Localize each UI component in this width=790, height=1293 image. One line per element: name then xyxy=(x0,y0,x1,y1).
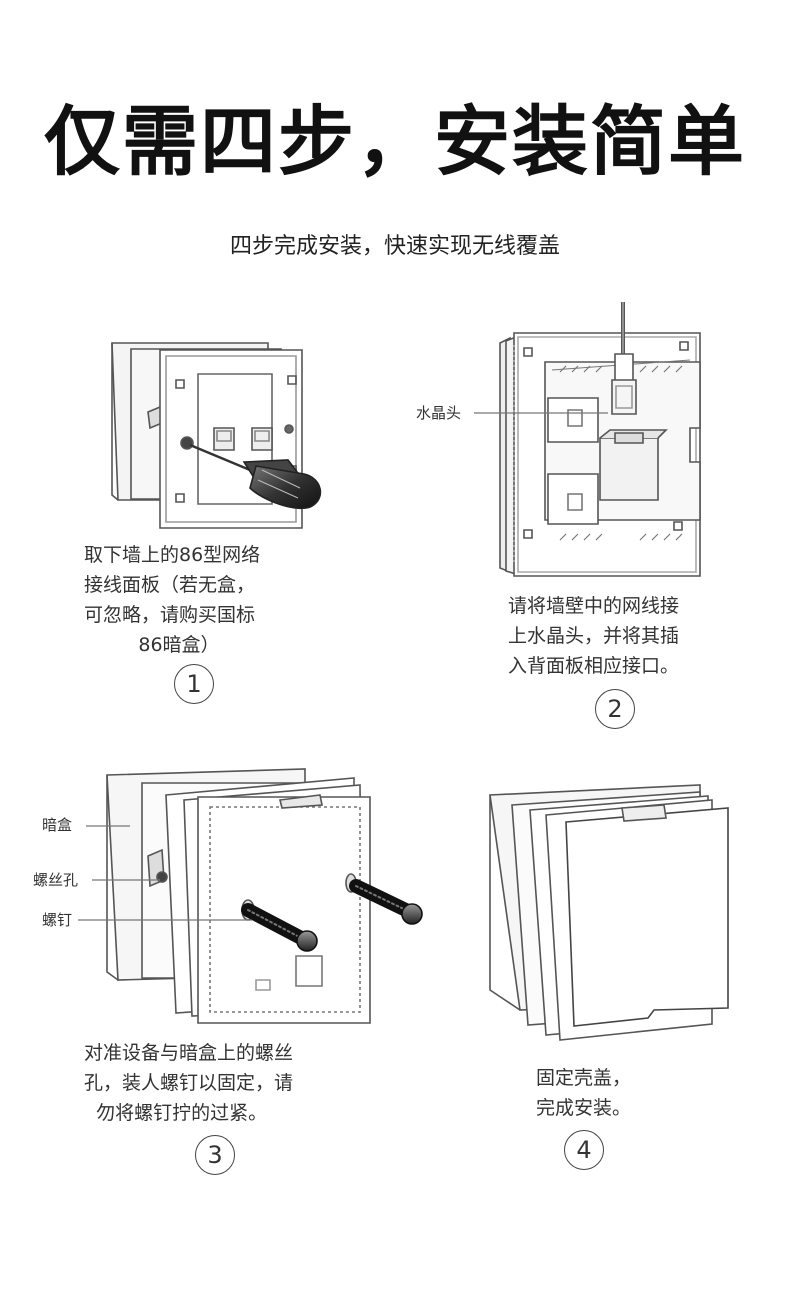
step1-description: 取下墙上的86型网络 接线面板（若无盒， 可忽略，请购买国标 86暗盒） xyxy=(84,544,261,656)
callout-wall-box: 暗盒 xyxy=(42,816,73,834)
callout-screw-hole: 螺丝孔 xyxy=(33,871,79,889)
step4-illustration xyxy=(490,785,728,1040)
step1-illustration xyxy=(112,343,320,528)
step4-number-badge: 4 xyxy=(564,1130,604,1170)
step3-leader-lines xyxy=(78,826,252,920)
step3-description: 对准设备与暗盒上的螺丝 孔，装人螺钉以固定，请 勿将螺钉拧的过紧。 xyxy=(84,1042,294,1124)
step3-number-badge: 3 xyxy=(195,1135,235,1175)
step1-number-badge: 1 xyxy=(174,664,214,704)
step2-description: 请将墙壁中的网线接 上水晶头，并将其插 入背面板相应接口。 xyxy=(508,595,680,677)
page-title: 仅需四步，安装简单 xyxy=(44,97,746,186)
step2-illustration xyxy=(500,302,700,576)
step4-description: 固定壳盖， 完成安装。 xyxy=(536,1067,632,1119)
callout-crystal-head: 水晶头 xyxy=(416,404,462,422)
step3-illustration xyxy=(107,769,422,1023)
step2-number-badge: 2 xyxy=(595,689,635,729)
page-subtitle: 四步完成安装，快速实现无线覆盖 xyxy=(229,234,560,259)
callout-screw: 螺钉 xyxy=(42,911,73,929)
